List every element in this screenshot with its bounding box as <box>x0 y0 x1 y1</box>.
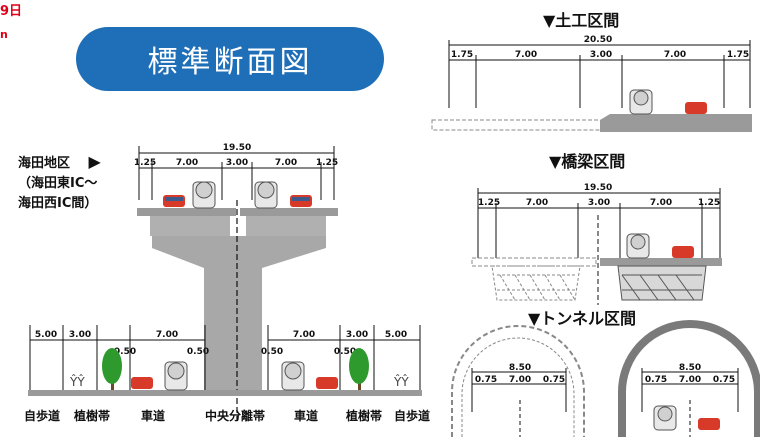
tunnel-heading: ▼トンネル区間 <box>528 309 636 328</box>
location-name: 海田地区 <box>18 156 71 171</box>
label-median: 中央分離帯 <box>205 408 265 423</box>
ground-right-dim-1: 7.00 <box>293 330 315 340</box>
ground-left-dim-1: 5.00 <box>35 330 57 340</box>
ground-left-dim-3: 7.00 <box>156 330 178 340</box>
page-title: 標準断面図 <box>76 27 384 91</box>
ground-dimension-lines <box>29 325 421 390</box>
earthwork-dim-5: 1.75 <box>727 50 749 60</box>
earthwork-heading: ▼土工区間 <box>543 11 620 30</box>
corner-date: 9日 <box>0 4 23 19</box>
small-dim-2: 0.50 <box>187 347 209 357</box>
bridge-dim-2: 7.00 <box>526 198 548 208</box>
bridge-total-dim: 19.50 <box>584 183 612 193</box>
tunnel-right-dim-2: 7.00 <box>679 375 701 385</box>
tunnel-right-total: 8.50 <box>679 363 701 373</box>
main-dim-5: 1.25 <box>316 158 338 168</box>
small-dim-1: 0.50 <box>114 347 136 357</box>
small-dim-3: 0.50 <box>261 347 283 357</box>
bridge-dim-5: 1.25 <box>698 198 720 208</box>
ground-road <box>28 390 422 396</box>
bridge-deck <box>471 233 722 301</box>
elevated-deck <box>137 208 338 390</box>
tree-icon <box>102 348 122 390</box>
tunnel-right-dim-3: 0.75 <box>713 375 735 385</box>
bridge-heading: ▼橋梁区間 <box>549 152 626 171</box>
main-total-dim: 19.50 <box>223 143 251 153</box>
corner-fragment: n <box>0 28 8 41</box>
pedestrian-icon: ŶŶ <box>69 374 85 389</box>
label-sidewalk-left: 自歩道 <box>24 408 60 423</box>
tunnel-left-dim-3: 0.75 <box>543 375 565 385</box>
bridge-dim-4: 7.00 <box>650 198 672 208</box>
pedestrian-icon: ŶŶ <box>393 374 409 389</box>
earthwork-dimension-lines <box>448 40 751 108</box>
ground-right-dim-3: 5.00 <box>385 330 407 340</box>
tunnel-right-dim-1: 0.75 <box>645 375 667 385</box>
main-dim-1: 1.25 <box>134 158 156 168</box>
main-dimension-lines <box>138 146 335 200</box>
label-sidewalk-right: 自歩道 <box>394 408 430 423</box>
ground-vehicles <box>131 361 338 391</box>
tunnel-left-total: 8.50 <box>509 363 531 373</box>
earthwork-dim-3: 3.00 <box>590 50 612 60</box>
earthwork-dim-1: 1.75 <box>451 50 473 60</box>
bridge-dim-1: 1.25 <box>478 198 500 208</box>
bridge-dimension-lines <box>477 188 721 258</box>
arrow-right-icon: ▶ <box>88 152 101 171</box>
label-roadway-left: 車道 <box>141 408 165 423</box>
small-dim-4: 0.50 <box>334 347 356 357</box>
location-range-1: （海田東IC〜 <box>18 176 98 191</box>
main-dim-4: 7.00 <box>275 158 297 168</box>
main-dim-3: 3.00 <box>226 158 248 168</box>
location-range-2: 海田西IC間） <box>18 196 98 211</box>
earthwork-total-dim: 20.50 <box>584 35 612 45</box>
tunnel-left-dim-1: 0.75 <box>475 375 497 385</box>
tunnel-right <box>618 320 760 437</box>
ground-right-dim-2: 3.00 <box>346 330 368 340</box>
bridge-dim-3: 3.00 <box>588 198 610 208</box>
label-roadway-right: 車道 <box>294 408 318 423</box>
label-planting-right: 植樹帯 <box>345 408 382 423</box>
label-planting-left: 植樹帯 <box>73 408 110 423</box>
tunnel-dimension-lines <box>471 368 739 412</box>
tree-icon <box>349 348 369 390</box>
main-dim-2: 7.00 <box>176 158 198 168</box>
tunnel-left-dim-2: 7.00 <box>509 375 531 385</box>
location-label: 海田地区 ▶ （海田東IC〜 海田西IC間） <box>18 152 101 214</box>
deck-vehicles <box>163 181 312 209</box>
ground-left-dim-2: 3.00 <box>69 330 91 340</box>
earthwork-road <box>431 89 752 132</box>
earthwork-dim-2: 7.00 <box>515 50 537 60</box>
earthwork-dim-4: 7.00 <box>664 50 686 60</box>
tunnel-left <box>451 325 585 437</box>
